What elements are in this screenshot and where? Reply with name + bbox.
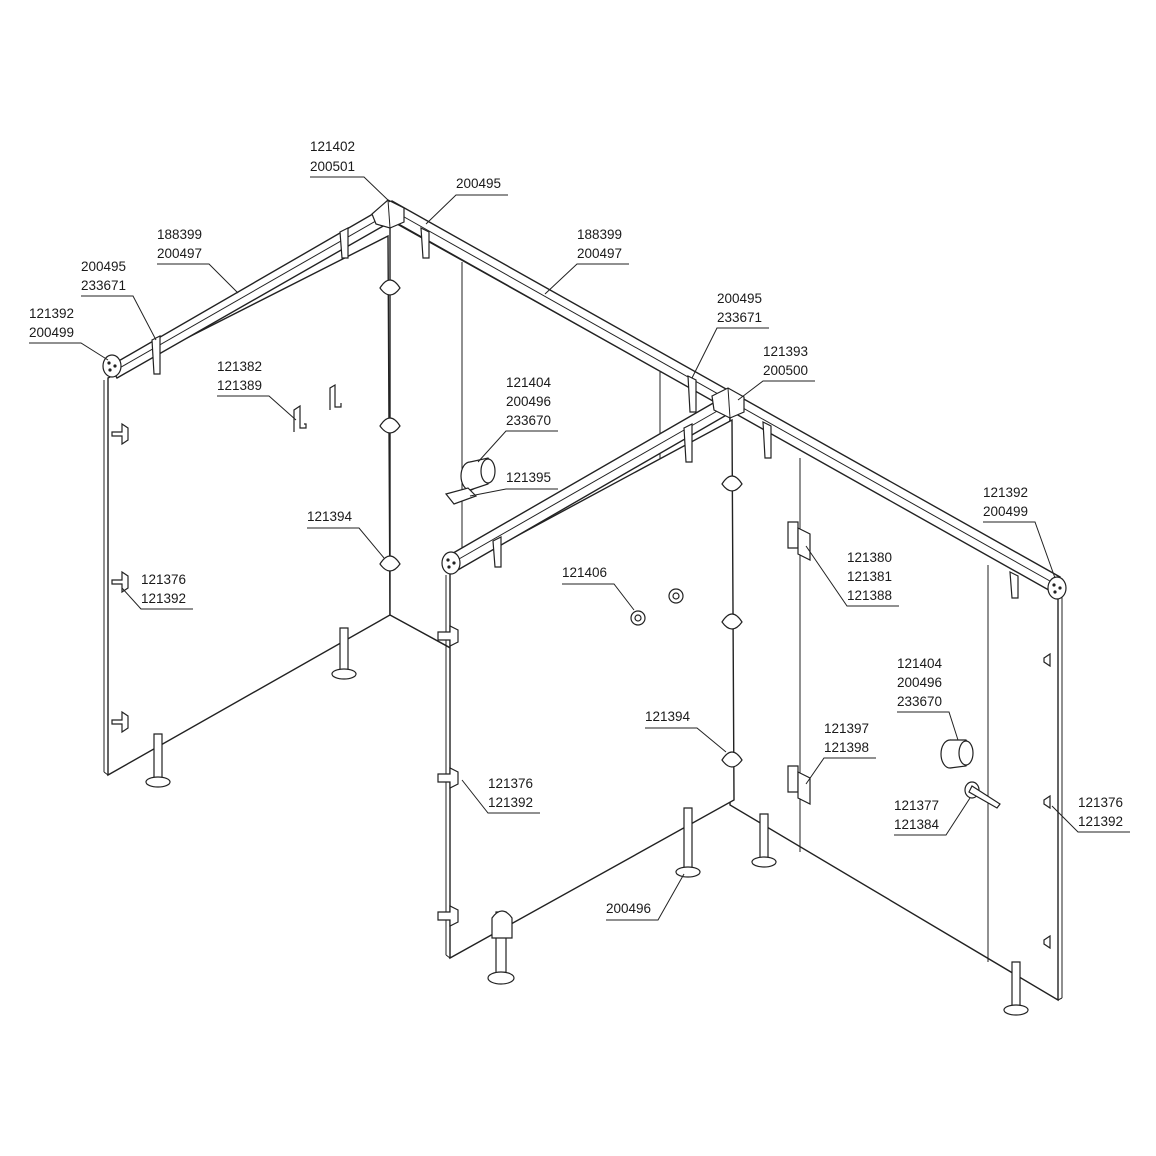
callout-text: 200500 [763,363,808,378]
door-bumper-left [460,457,496,491]
callout-text: 121376 [1078,795,1123,810]
callout-text: 200497 [157,246,202,261]
callout-text: 121392 [983,485,1028,500]
callout-text: 121404 [506,375,552,390]
callout-tee-joint: 121393 200500 [737,344,815,401]
callout-text: 121380 [847,550,892,565]
callout-text: 200495 [456,176,501,191]
callout-text: 121404 [897,656,943,671]
callout-text: 200499 [29,325,74,340]
corner-connector [371,199,405,229]
callout-text: 121406 [562,565,607,580]
callout-text: 233671 [717,310,762,325]
callout-bracket-mid: 121394 [645,709,727,753]
callout-text: 121395 [506,470,551,485]
hinge-bottom [787,765,811,805]
callout-text: 121393 [763,344,808,359]
hinge-top [787,521,811,561]
rail-end-cap-left [102,354,122,378]
callout-wall-bracket-mid: 121376 121392 [461,776,540,814]
callout-text: 233670 [506,413,551,428]
callout-left-clip: 200495 233671 [81,259,157,341]
callout-text: 121377 [894,798,939,813]
callout-text: 121392 [488,795,533,810]
callout-text: 121397 [824,721,869,736]
pedestal-feet [145,627,1029,1016]
callout-right-rail: 188399 200497 [544,227,629,295]
callout-text: 121388 [847,588,892,603]
callout-text: 121394 [307,509,353,524]
callout-text: 200496 [897,675,942,690]
callout-latch-left: 121395 [469,470,558,497]
callout-right-end: 121392 200499 [983,485,1056,579]
callout-top-corner: 121402 200501 [310,139,391,203]
callout-hinge-top: 121380 121381 121388 [805,545,899,607]
callout-coat-hook: 121406 [562,565,635,611]
callout-text: 200496 [506,394,551,409]
callout-text: 188399 [577,227,622,242]
callout-wall-bracket-right: 121376 121392 [1051,795,1130,833]
callout-text: 121394 [645,709,691,724]
callout-text: 121376 [141,572,186,587]
door-bumper-right [940,739,974,769]
callout-left-rail: 188399 200497 [157,227,239,294]
callout-text: 121392 [1078,814,1123,829]
tee-connector [711,387,745,419]
callout-text: 200496 [606,901,651,916]
callout-text: 233671 [81,278,126,293]
hook-hardware-left [293,383,342,432]
callout-left-end: 121392 200499 [29,306,109,361]
callout-bumper-left: 121404 200496 233670 [477,375,558,463]
callout-text: 121382 [217,359,262,374]
callout-text: 121402 [310,139,355,154]
callout-bumper-right: 121404 200496 233670 [897,656,959,741]
rail-end-cap-front [441,551,461,575]
callout-hinge-bottom: 121397 121398 [805,721,876,785]
callout-top-right-clip: 200495 [425,176,508,225]
callout-text: 188399 [157,227,202,242]
callout-text: 233670 [897,694,942,709]
callout-text: 121392 [29,306,74,321]
panel-brackets [379,279,743,768]
latch-left [444,487,478,505]
left-side-panel [103,234,391,777]
callout-text: 121384 [894,817,940,832]
callout-text: 121376 [488,776,533,791]
rail-clips [151,226,1019,599]
callout-text: 200499 [983,504,1028,519]
callout-hooks-left: 121382 121389 [217,359,297,421]
callout-text: 121389 [217,378,262,393]
latch-right [964,781,1001,809]
callout-text: 121398 [824,740,869,755]
callout-latch-right: 121377 121384 [894,797,971,836]
callout-text: 200497 [577,246,622,261]
callout-foot: 200496 [606,873,685,921]
callout-text: 121381 [847,569,892,584]
callout-mid-clip: 200495 233671 [691,291,769,379]
callout-wall-bracket-left: 121376 121392 [121,572,193,610]
callout-text: 121392 [141,591,186,606]
callout-text: 200501 [310,159,355,174]
callout-text: 200495 [717,291,762,306]
callout-text: 200495 [81,259,126,274]
rail-end-cap-right [1047,576,1067,600]
coat-hooks [630,588,684,626]
wall-brackets [111,422,1051,950]
callout-bracket-left: 121394 [307,509,385,559]
front-cubicle-panel [445,418,735,960]
